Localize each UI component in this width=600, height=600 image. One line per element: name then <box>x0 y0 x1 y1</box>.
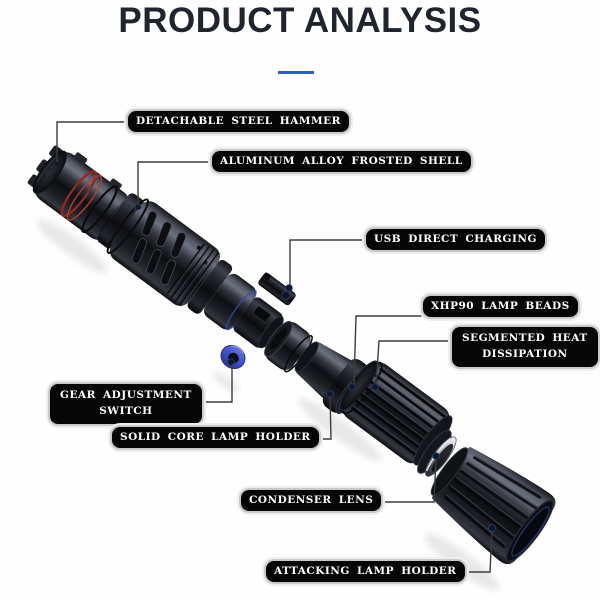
label-usb-direct-charging: USB DIRECT CHARGING <box>366 229 545 251</box>
part-switch-ring <box>220 344 246 370</box>
part-tail-cap-steel-hammer <box>27 145 133 243</box>
label-line: SEGMENTED HEAT <box>462 332 588 344</box>
label-aluminum-alloy-frosted-shell: ALUMINUM ALLOY FROSTED SHELL <box>212 151 471 173</box>
label-detachable-steel-hammer: DETACHABLE STEEL HAMMER <box>128 111 349 133</box>
label-line: DISSIPATION <box>482 347 568 360</box>
callout-dots <box>54 161 496 533</box>
part-heat-sink <box>339 360 453 466</box>
label-solid-core-lamp-holder: SOLID CORE LAMP HOLDER <box>112 427 319 449</box>
label-attacking-lamp-holder: ATTACKING LAMP HOLDER <box>266 561 465 583</box>
label-line: GEAR ADJUSTMENT <box>60 389 192 401</box>
connector-xhp90-lamp-beads <box>353 315 430 386</box>
connector-segmented-heat-dissipation <box>375 340 462 386</box>
label-xhp90-lamp-beads: XHP90 LAMP BEADS <box>423 296 578 318</box>
connector-aluminum-alloy-shell <box>137 161 220 205</box>
connector-usb-direct-charging <box>289 239 374 286</box>
label-condenser-lens: CONDENSER LENS <box>241 490 382 512</box>
part-usb-cover <box>258 272 296 306</box>
title-accent-underline <box>278 71 314 74</box>
part-attack-head <box>430 446 556 565</box>
page-title: PRODUCT ANALYSIS <box>118 1 482 40</box>
label-line: SWITCH <box>99 404 153 417</box>
part-retaining-ring <box>264 320 313 373</box>
connector-detachable-steel-hammer <box>56 121 137 163</box>
label-gear-adjustment-switch: GEAR ADJUSTMENT SWITCH <box>50 384 202 424</box>
label-segmented-heat-dissipation: SEGMENTED HEAT DISSIPATION <box>452 327 598 367</box>
part-condenser-lens <box>417 429 457 477</box>
part-body-shell <box>97 193 284 349</box>
